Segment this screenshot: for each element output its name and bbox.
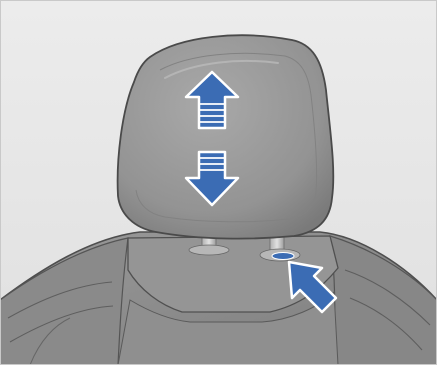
headrest <box>118 35 334 238</box>
release-button <box>272 253 294 260</box>
